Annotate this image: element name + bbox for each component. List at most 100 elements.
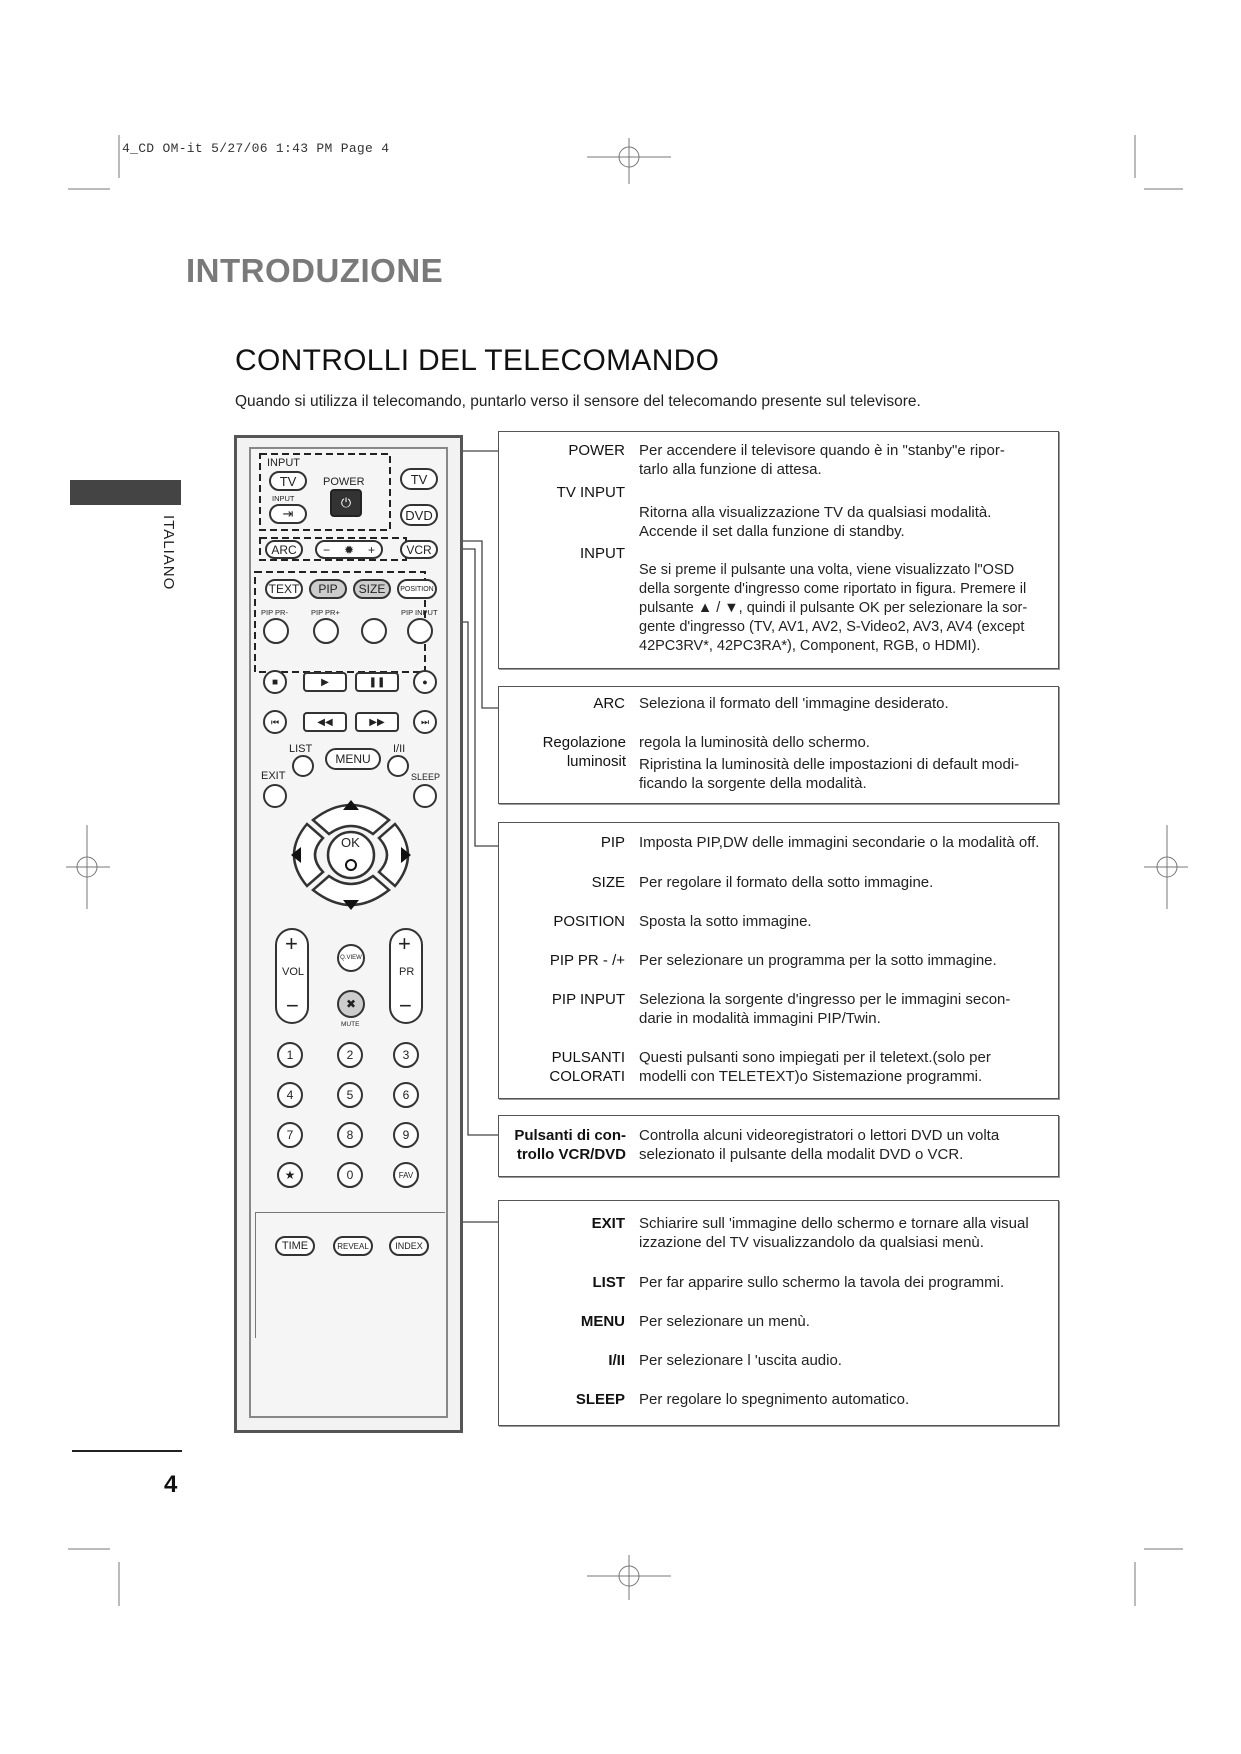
brightness-plus[interactable]: + bbox=[367, 542, 375, 557]
language-tab-bar bbox=[70, 480, 181, 505]
menu-button[interactable]: MENU bbox=[325, 748, 381, 770]
stop-button[interactable]: ■ bbox=[263, 670, 287, 694]
color-button-yellow[interactable] bbox=[361, 618, 387, 644]
pip-button[interactable]: PIP bbox=[309, 579, 347, 599]
reveal-button[interactable]: REVEAL bbox=[333, 1236, 373, 1256]
digit-5-button[interactable]: 5 bbox=[337, 1082, 363, 1108]
digit-0-button[interactable]: 0 bbox=[337, 1162, 363, 1188]
digit-8-button[interactable]: 8 bbox=[337, 1122, 363, 1148]
brightness-minus[interactable]: − bbox=[323, 542, 331, 557]
tv-input-description: Ritorna alla visualizzazione TV da quals… bbox=[639, 504, 992, 540]
page-number-rule bbox=[72, 1450, 182, 1452]
dvd-mode-button[interactable]: DVD bbox=[400, 504, 438, 526]
brightness-rocker[interactable]: − ✹ + bbox=[315, 540, 383, 559]
rewind-button[interactable]: ◀◀ bbox=[303, 712, 347, 732]
record-icon: ● bbox=[422, 677, 428, 687]
page-number: 4 bbox=[164, 1471, 178, 1498]
pip-pr-plus-label: PIP PR+ bbox=[311, 608, 340, 617]
digit-6-button[interactable]: 6 bbox=[393, 1082, 419, 1108]
position-description: Sposta la sotto immagine. bbox=[639, 913, 812, 930]
arc-button[interactable]: ARC bbox=[265, 540, 303, 559]
tv-input-button[interactable]: TV bbox=[269, 471, 307, 491]
pip-input-term: PIP INPUT bbox=[551, 991, 625, 1008]
volume-minus-icon[interactable]: − bbox=[286, 993, 299, 1018]
intro-text: Quando si utilizza il telecomando, punta… bbox=[235, 393, 921, 410]
exit-button[interactable] bbox=[263, 784, 287, 808]
down-arrow-icon[interactable] bbox=[343, 900, 359, 910]
mute-label: MUTE bbox=[341, 1021, 360, 1028]
volume-plus-icon[interactable]: + bbox=[285, 931, 298, 956]
arc-brightness-box: ARC Seleziona il formato dell 'immagine … bbox=[498, 686, 1059, 804]
fav-button[interactable]: FAV bbox=[393, 1162, 419, 1188]
pip-term: PIP bbox=[600, 834, 625, 851]
record-button[interactable]: ● bbox=[413, 670, 437, 694]
index-button[interactable]: INDEX bbox=[389, 1236, 429, 1256]
qview-button[interactable]: Q.VIEW bbox=[337, 944, 365, 972]
tv-mode-button[interactable]: TV bbox=[400, 468, 438, 490]
list-label: LIST bbox=[289, 743, 313, 755]
print-header: 4_CD OM-it 5/27/06 1:43 PM Page 4 bbox=[122, 141, 390, 156]
vcr-dvd-box: Pulsanti di con- trollo VCR/DVD Controll… bbox=[498, 1115, 1059, 1177]
color-button-blue[interactable] bbox=[407, 618, 433, 644]
mute-button[interactable]: ✖ bbox=[337, 990, 365, 1018]
color-button-green[interactable] bbox=[313, 618, 339, 644]
program-rocker[interactable] bbox=[389, 928, 423, 1024]
digit-7-button[interactable]: 7 bbox=[277, 1122, 303, 1148]
pause-button[interactable]: ❚❚ bbox=[355, 672, 399, 692]
position-button[interactable]: POSITION bbox=[397, 579, 437, 599]
play-button[interactable]: ▶ bbox=[303, 672, 347, 692]
list-term: LIST bbox=[592, 1274, 626, 1291]
i-ii-term: I/II bbox=[608, 1352, 625, 1369]
input-small-label: INPUT bbox=[272, 494, 295, 503]
text-button[interactable]: TEXT bbox=[265, 579, 303, 599]
time-button[interactable]: TIME bbox=[275, 1236, 315, 1256]
skip-forward-button[interactable]: ⏭ bbox=[413, 710, 437, 734]
power-button[interactable]: ⏻ bbox=[330, 489, 362, 517]
pip-pr-term: PIP PR - /+ bbox=[549, 952, 625, 969]
color-button-red[interactable] bbox=[263, 618, 289, 644]
teletext-panel bbox=[255, 1212, 445, 1338]
menu-description: Per selezionare un menù. bbox=[639, 1313, 810, 1330]
sleep-button[interactable] bbox=[413, 784, 437, 808]
digit-4-button[interactable]: 4 bbox=[277, 1082, 303, 1108]
pip-box: PIP Imposta PIP,DW delle immagini second… bbox=[498, 822, 1059, 1099]
list-button[interactable] bbox=[292, 755, 314, 777]
skip-back-button[interactable]: ⏮ bbox=[263, 710, 287, 734]
program-plus-icon[interactable]: + bbox=[398, 931, 411, 956]
remote-control-illustration: INPUT TV INPUT ⇥ POWER ⏻ TV DVD ARC − ✹ … bbox=[234, 435, 463, 1433]
size-description: Per regolare il formato della sotto imma… bbox=[639, 874, 934, 891]
list-description: Per far apparire sullo schermo la tavola… bbox=[639, 1274, 1005, 1291]
size-button[interactable]: SIZE bbox=[353, 579, 391, 599]
fast-forward-button[interactable]: ▶▶ bbox=[355, 712, 399, 732]
digit-1-button[interactable]: 1 bbox=[277, 1042, 303, 1068]
pip-pr-minus-label: PIP PR- bbox=[261, 608, 288, 617]
power-input-box: POWER Per accendere il televisore quando… bbox=[498, 431, 1059, 669]
brightness-icon: ✹ bbox=[343, 542, 355, 557]
exit-term: EXIT bbox=[591, 1215, 625, 1232]
fast-forward-icon: ▶▶ bbox=[369, 716, 385, 728]
power-description: Per accendere il televisore quando è in … bbox=[639, 442, 1005, 478]
i-ii-button[interactable] bbox=[387, 755, 409, 777]
left-arrow-icon[interactable] bbox=[291, 847, 301, 863]
pause-icon: ❚❚ bbox=[368, 676, 386, 688]
star-button[interactable]: ★ bbox=[277, 1162, 303, 1188]
digit-2-button[interactable]: 2 bbox=[337, 1042, 363, 1068]
digit-3-button[interactable]: 3 bbox=[393, 1042, 419, 1068]
right-arrow-icon[interactable] bbox=[401, 847, 411, 863]
menu-buttons-box: EXIT Schiarire sull 'immagine dello sche… bbox=[498, 1200, 1059, 1426]
up-arrow-icon[interactable] bbox=[343, 800, 359, 810]
navigation-pad[interactable] bbox=[285, 790, 417, 920]
program-label: PR bbox=[399, 966, 415, 978]
i-ii-label: I/II bbox=[393, 743, 406, 755]
vcr-mode-button[interactable]: VCR bbox=[400, 540, 438, 559]
tv-input-term: TV INPUT bbox=[556, 484, 625, 501]
input-button[interactable]: ⇥ bbox=[269, 504, 307, 524]
ok-button[interactable] bbox=[326, 830, 376, 880]
program-minus-icon[interactable]: − bbox=[399, 993, 412, 1018]
color-buttons-description: Questi pulsanti sono impiegati per il te… bbox=[639, 1049, 991, 1085]
volume-rocker[interactable] bbox=[275, 928, 309, 1024]
vcr-dvd-term: Pulsanti di con- trollo VCR/DVD bbox=[514, 1127, 626, 1163]
i-ii-description: Per selezionare l 'uscita audio. bbox=[639, 1352, 842, 1369]
stop-icon: ■ bbox=[271, 676, 279, 688]
digit-9-button[interactable]: 9 bbox=[393, 1122, 419, 1148]
